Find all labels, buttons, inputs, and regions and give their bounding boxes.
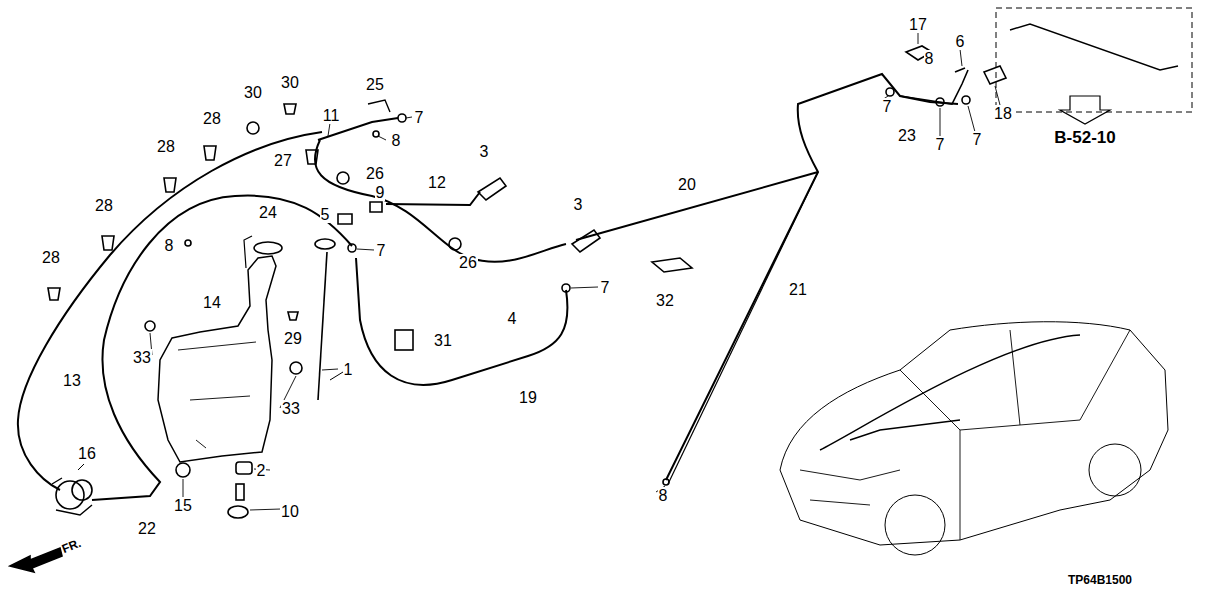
callout-number: 28 — [156, 138, 176, 155]
callout-number: 1 — [343, 361, 354, 378]
callout-number: 13 — [62, 372, 82, 389]
callout-number: 10 — [280, 503, 300, 520]
callout-number: 7 — [935, 136, 946, 153]
callout-number: 7 — [376, 242, 387, 259]
callout-number: 16 — [77, 445, 97, 462]
callout-number: 33 — [132, 349, 152, 366]
callout-number: 4 — [507, 310, 518, 327]
callout-number: 15 — [173, 497, 193, 514]
callout-number: 11 — [322, 107, 341, 124]
figure-code: TP64B1500 — [1067, 572, 1133, 589]
callout-number: 7 — [882, 98, 893, 115]
callout-number: 6 — [955, 33, 966, 50]
callout-number: 28 — [41, 249, 61, 266]
front-marker: FR. — [59, 534, 85, 558]
callout-number: 23 — [897, 127, 917, 144]
callout-number: 9 — [375, 184, 386, 201]
callout-number: 3 — [479, 143, 490, 160]
callout-number: 18 — [993, 105, 1013, 122]
callout-number: 8 — [391, 132, 402, 149]
callout-number: 7 — [972, 131, 983, 148]
callout-number: 22 — [137, 520, 157, 537]
callout-number: 30 — [243, 84, 263, 101]
callout-number: 28 — [94, 197, 114, 214]
callout-number: 28 — [202, 110, 222, 127]
callout-number: 14 — [202, 294, 222, 311]
callout-number: 2 — [256, 462, 267, 479]
callout-number: 21 — [788, 281, 808, 298]
callout-number: 27 — [273, 152, 293, 169]
callout-number: 8 — [164, 237, 175, 254]
callout-number: 25 — [365, 76, 385, 93]
callout-number: 24 — [258, 204, 278, 221]
callout-number: 26 — [458, 254, 478, 271]
callout-number: 3 — [573, 196, 584, 213]
callout-number: 12 — [427, 174, 447, 191]
callout-number: 17 — [908, 16, 928, 33]
callout-number: 32 — [655, 292, 675, 309]
callout-number: 20 — [677, 176, 697, 193]
callout-number: 26 — [365, 165, 385, 182]
callout-number: 8 — [924, 50, 935, 67]
callout-number: 7 — [414, 109, 425, 126]
callout-number: 5 — [320, 206, 331, 223]
callout-number: 31 — [433, 332, 453, 349]
callout-number: 30 — [280, 74, 300, 91]
callout-number: 33 — [281, 400, 301, 417]
callout-number: 8 — [658, 487, 669, 504]
callout-number: 7 — [600, 279, 611, 296]
callout-number: 19 — [518, 389, 538, 406]
callout-number: 29 — [283, 330, 303, 347]
reference-code: B-52-10 — [1053, 129, 1116, 146]
